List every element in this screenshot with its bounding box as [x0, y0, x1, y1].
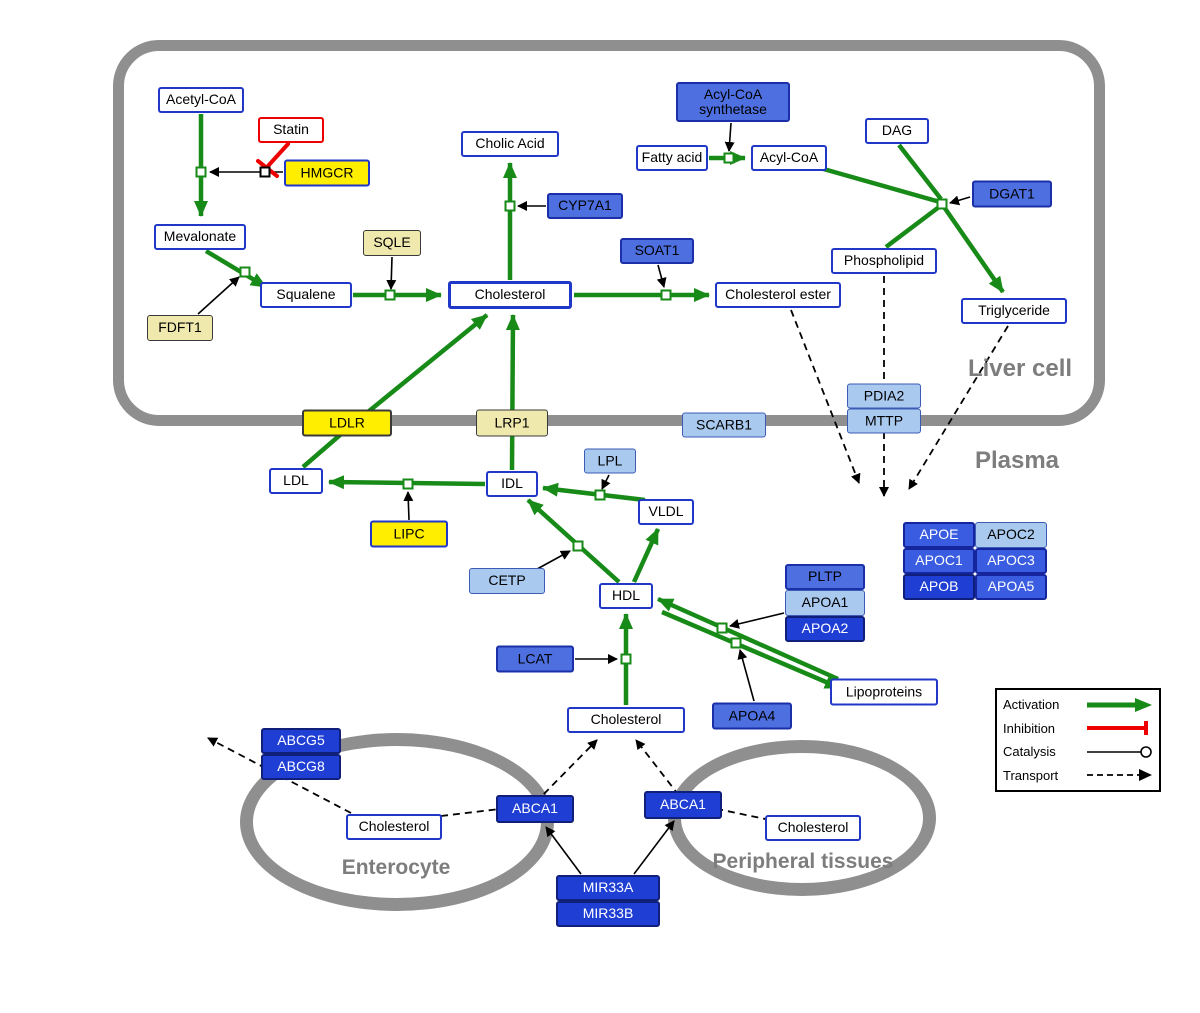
node-vldl[interactable]: VLDL	[638, 499, 694, 525]
transport-dashed-arrow-icon	[1087, 769, 1152, 782]
catalysis-edges	[197, 122, 971, 875]
node-lcat[interactable]: LCAT	[496, 645, 574, 673]
node-lipoproteins[interactable]: Lipoproteins	[830, 678, 938, 706]
inhibition-tbar-icon	[1087, 721, 1148, 736]
legend-activation-label: Activation	[1003, 697, 1060, 713]
node-apoc1[interactable]: APOC1	[903, 548, 975, 574]
node-mir33b[interactable]: MIR33B	[556, 901, 660, 927]
node-dag[interactable]: DAG	[865, 118, 929, 144]
legend-row-transport: Transport	[1003, 767, 1153, 783]
node-scarb1[interactable]: SCARB1	[682, 412, 766, 438]
node-hmgcr[interactable]: HMGCR	[284, 159, 370, 187]
node-dgat1[interactable]: DGAT1	[972, 180, 1052, 208]
node-hdl[interactable]: HDL	[599, 583, 653, 609]
node-triglyceride[interactable]: Triglyceride	[961, 298, 1067, 324]
activation-arrow-icon	[1087, 697, 1152, 712]
node-pltp[interactable]: PLTP	[785, 564, 865, 590]
liver-cell-region	[113, 40, 1105, 426]
node-apoa5[interactable]: APOA5	[975, 574, 1047, 600]
node-cholic-acid[interactable]: Cholic Acid	[461, 131, 559, 157]
legend-row-activation: Activation	[1003, 697, 1153, 713]
node-apoa1[interactable]: APOA1	[785, 590, 865, 616]
node-cholesterol-liver[interactable]: Cholesterol	[448, 281, 572, 309]
node-cholesterol-enterocyte[interactable]: Cholesterol	[346, 814, 442, 840]
node-abca1-left[interactable]: ABCA1	[496, 795, 574, 823]
node-soat1[interactable]: SOAT1	[620, 238, 694, 264]
node-ldlr[interactable]: LDLR	[302, 409, 392, 437]
node-apoa4[interactable]: APOA4	[712, 702, 792, 730]
node-apoc3[interactable]: APOC3	[975, 548, 1047, 574]
node-cholesterol-ester[interactable]: Cholesterol ester	[715, 282, 841, 308]
plasma-label: Plasma	[974, 447, 1060, 474]
node-statin[interactable]: Statin	[258, 117, 324, 143]
node-acetyl-coa[interactable]: Acetyl-CoA	[158, 87, 244, 113]
legend-inhibition-label: Inhibition	[1003, 720, 1056, 736]
legend-row-inhibition: Inhibition	[1003, 720, 1153, 736]
activation-edges	[194, 114, 1005, 705]
legend-catalysis-label: Catalysis	[1003, 744, 1056, 760]
node-sqle[interactable]: SQLE	[363, 230, 421, 256]
node-cetp[interactable]: CETP	[469, 568, 545, 594]
node-lrp1[interactable]: LRP1	[476, 409, 548, 437]
node-apoc2[interactable]: APOC2	[975, 522, 1047, 548]
enterocyte-label: Enterocyte	[341, 856, 451, 879]
node-mir33a[interactable]: MIR33A	[556, 875, 660, 901]
node-ldl[interactable]: LDL	[269, 468, 323, 494]
node-cholesterol-peripheral[interactable]: Cholesterol	[765, 815, 861, 841]
node-abcg8[interactable]: ABCG8	[261, 754, 341, 780]
node-acyl-coa[interactable]: Acyl-CoA	[751, 145, 827, 171]
node-pdia2[interactable]: PDIA2	[847, 383, 921, 409]
node-fdft1[interactable]: FDFT1	[147, 315, 213, 341]
node-lpl[interactable]: LPL	[584, 448, 636, 474]
node-abcg5[interactable]: ABCG5	[261, 728, 341, 754]
legend: Activation Inhibition Catalysis Transpor…	[995, 688, 1161, 792]
node-apob[interactable]: APOB	[903, 574, 975, 600]
node-mevalonate[interactable]: Mevalonate	[154, 224, 246, 250]
node-acyl-coa-synthetase[interactable]: Acyl-CoA synthetase	[676, 82, 790, 122]
node-abca1-right[interactable]: ABCA1	[644, 791, 722, 819]
catalysis-circle-icon	[1087, 745, 1152, 758]
node-cholesterol-plasma[interactable]: Cholesterol	[567, 707, 685, 733]
node-fatty-acid[interactable]: Fatty acid	[636, 145, 708, 171]
legend-row-catalysis: Catalysis	[1003, 744, 1153, 760]
reaction-nodes	[195, 152, 948, 665]
peripheral-tissues-label: Peripheral tissues	[712, 850, 894, 873]
node-squalene[interactable]: Squalene	[260, 282, 352, 308]
node-apoa2[interactable]: APOA2	[785, 616, 865, 642]
node-idl[interactable]: IDL	[486, 471, 538, 497]
node-phospholipid[interactable]: Phospholipid	[831, 248, 937, 274]
node-cyp7a1[interactable]: CYP7A1	[547, 193, 623, 219]
liver-cell-label: Liver cell	[967, 355, 1073, 382]
node-apoe[interactable]: APOE	[903, 522, 975, 548]
node-mttp[interactable]: MTTP	[847, 408, 921, 434]
node-lipc[interactable]: LIPC	[370, 520, 448, 548]
legend-transport-label: Transport	[1003, 767, 1059, 783]
